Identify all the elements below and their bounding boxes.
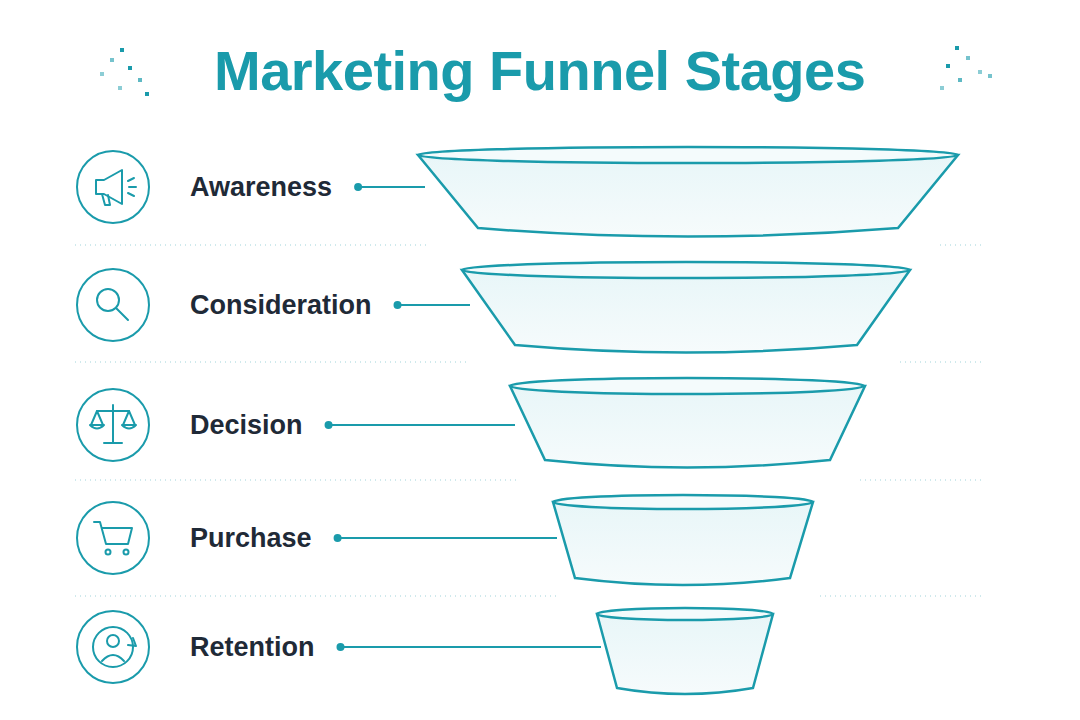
magnifier-icon	[77, 269, 149, 341]
row-separators	[75, 245, 985, 596]
retention-icon	[77, 611, 149, 683]
leader-line	[398, 304, 470, 306]
leader-line	[358, 186, 425, 188]
diagram-title: Marketing Funnel Stages	[214, 38, 865, 103]
cart-icon	[77, 502, 149, 574]
megaphone-icon	[77, 151, 149, 223]
stage-label: Consideration	[190, 290, 372, 321]
scales-icon	[77, 389, 149, 461]
funnel-segments	[418, 147, 958, 694]
leader-line	[341, 646, 602, 648]
stage-label: Awareness	[190, 172, 332, 203]
leader-line	[338, 537, 557, 539]
stage-label: Decision	[190, 410, 303, 441]
stage-label: Retention	[190, 632, 315, 663]
stage-label: Purchase	[190, 523, 312, 554]
leader-line	[329, 424, 515, 426]
